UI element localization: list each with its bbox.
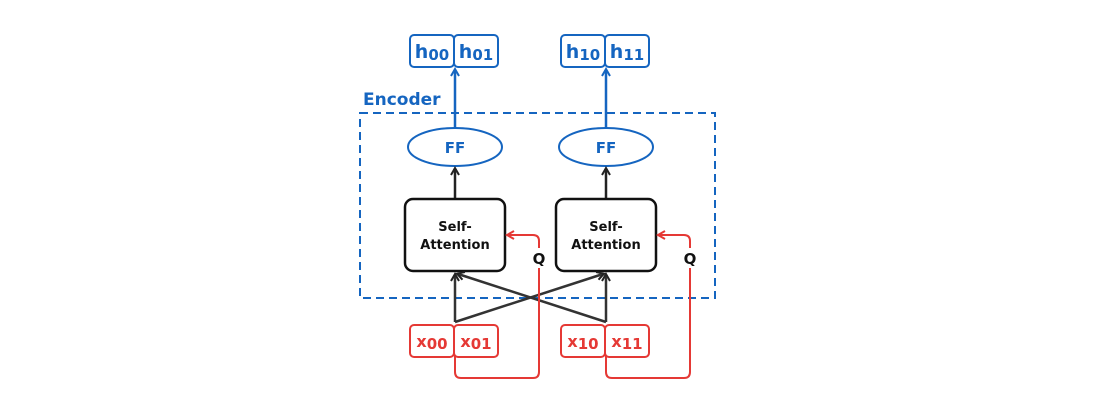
svg-text:x11: x11 xyxy=(611,332,642,353)
input-base: x xyxy=(611,332,622,351)
output-h10: h10 xyxy=(560,34,606,68)
ff-label: FF xyxy=(596,139,617,157)
output-base: h xyxy=(459,41,473,63)
input-base: x xyxy=(416,332,427,351)
svg-text:x10: x10 xyxy=(567,332,598,353)
input-x10: x10 xyxy=(560,324,606,358)
input-sub: 10 xyxy=(578,335,599,353)
input-base: x xyxy=(567,332,578,351)
output-sub: 10 xyxy=(579,46,600,64)
input-sub: 00 xyxy=(427,335,448,353)
q-label-bg-left xyxy=(528,248,550,268)
svg-text:x00: x00 xyxy=(416,332,447,353)
ff-node-right: FF xyxy=(558,127,654,167)
ff-node-left: FF xyxy=(407,127,503,167)
encoder-frame xyxy=(359,112,716,299)
output-base: h xyxy=(415,41,429,63)
output-sub: 11 xyxy=(623,46,644,64)
svg-text:h10: h10 xyxy=(566,41,600,64)
q-label-bg-right xyxy=(679,248,701,268)
q-label-right: Q xyxy=(684,250,697,268)
svg-text:h11: h11 xyxy=(610,41,644,64)
attn-line2: Attention xyxy=(571,238,640,253)
input-x00: x00 xyxy=(409,324,455,358)
output-sub: 00 xyxy=(428,46,449,64)
q-label-left: Q xyxy=(533,250,546,268)
svg-text:h00: h00 xyxy=(415,41,449,64)
self-attention-box-left: Self- Attention xyxy=(403,197,507,273)
input-x11: x11 xyxy=(604,324,650,358)
svg-text:x01: x01 xyxy=(460,332,491,353)
query-path-right xyxy=(605,235,691,379)
input-x01: x01 xyxy=(453,324,499,358)
svg-text:h01: h01 xyxy=(459,41,493,64)
output-base: h xyxy=(566,41,580,63)
attn-line2: Attention xyxy=(420,238,489,253)
output-h00: h00 xyxy=(409,34,455,68)
x10-to-attn-left-arrow xyxy=(458,274,607,324)
input-base: x xyxy=(460,332,471,351)
self-attention-box-right: Self- Attention xyxy=(554,197,658,273)
attn-line1: Self- xyxy=(589,220,622,235)
ff-label: FF xyxy=(445,139,466,157)
output-h11: h11 xyxy=(604,34,650,68)
query-path-left xyxy=(454,235,540,379)
attn-line1: Self- xyxy=(438,220,471,235)
input-sub: 01 xyxy=(471,335,492,353)
output-base: h xyxy=(610,41,624,63)
encoder-label: Encoder xyxy=(363,90,441,110)
output-h01: h01 xyxy=(453,34,499,68)
input-sub: 11 xyxy=(622,335,643,353)
output-sub: 01 xyxy=(472,46,493,64)
